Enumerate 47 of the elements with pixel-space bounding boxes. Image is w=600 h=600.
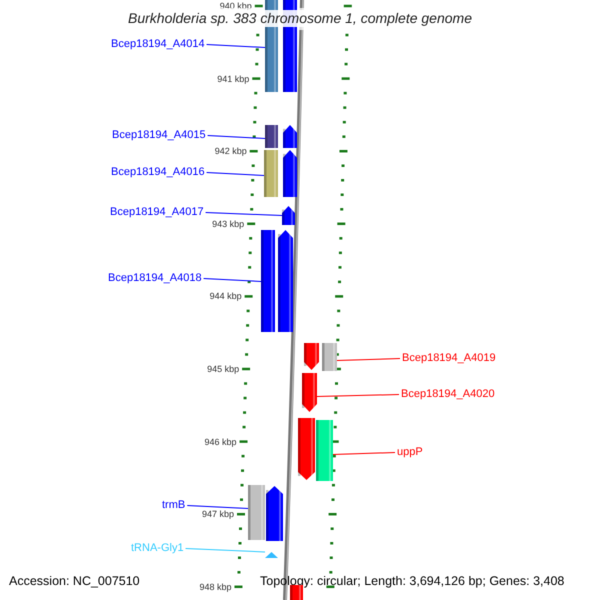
chart-title: Burkholderia sp. 383 chromosome 1, complete genome xyxy=(126,10,474,27)
gene-label: Bcep18194_A4015 xyxy=(112,129,206,142)
footer-text: Topology: circular; Length: 3,694,126 bp; Genes: 3,408 xyxy=(260,574,564,589)
scale-label: 940 kbp xyxy=(220,1,252,11)
gene-label: Bcep18194_A4018 xyxy=(108,272,202,285)
scale-label: 943 kbp xyxy=(212,218,244,229)
gene-label: tRNA-Gly1 xyxy=(131,542,184,555)
scale-label: 946 kbp xyxy=(204,436,237,447)
leader-line xyxy=(207,135,266,139)
leader-line xyxy=(336,358,400,361)
gene-block xyxy=(283,125,297,148)
gene-label: trmB xyxy=(162,499,186,512)
scale-label: 944 kbp xyxy=(210,291,242,302)
trna-triangle xyxy=(265,552,278,558)
leader-line xyxy=(203,278,262,282)
gene-block xyxy=(278,230,293,332)
gene-label: Bcep18194_A4019 xyxy=(402,352,496,365)
leader-line xyxy=(205,212,282,216)
gene-block xyxy=(298,418,315,480)
gene-block xyxy=(264,150,278,197)
gene-block xyxy=(283,150,297,197)
gene-block xyxy=(248,485,265,540)
gene-block xyxy=(304,343,319,370)
gene-label: Bcep18194_A4017 xyxy=(110,206,204,219)
leader-line xyxy=(186,505,248,509)
gene-label: Bcep18194_A4016 xyxy=(111,166,205,179)
scale-label: 942 kbp xyxy=(214,146,247,156)
gene-block xyxy=(316,420,333,481)
gene-label: Bcep18194_A4014 xyxy=(111,38,205,51)
gene-block xyxy=(322,343,337,371)
scale-label: 941 kbp xyxy=(217,74,250,84)
gene-block xyxy=(266,486,283,541)
leader-line xyxy=(316,394,400,397)
leader-line xyxy=(206,172,264,176)
gene-block xyxy=(261,230,275,332)
gene-label: uppP xyxy=(397,446,423,459)
footer-text: Accession: NC_007510 xyxy=(9,574,140,589)
leader-line xyxy=(185,548,266,552)
gene-block xyxy=(302,373,317,412)
scale-label: 945 kbp xyxy=(207,364,240,374)
leader-line xyxy=(206,44,266,48)
scale-label: 947 kbp xyxy=(202,509,234,520)
gene-block xyxy=(265,125,278,148)
leader-line xyxy=(332,452,396,455)
gene-label: Bcep18194_A4020 xyxy=(401,388,495,401)
scale-label: 948 kbp xyxy=(199,582,232,592)
gene-block xyxy=(282,206,295,225)
